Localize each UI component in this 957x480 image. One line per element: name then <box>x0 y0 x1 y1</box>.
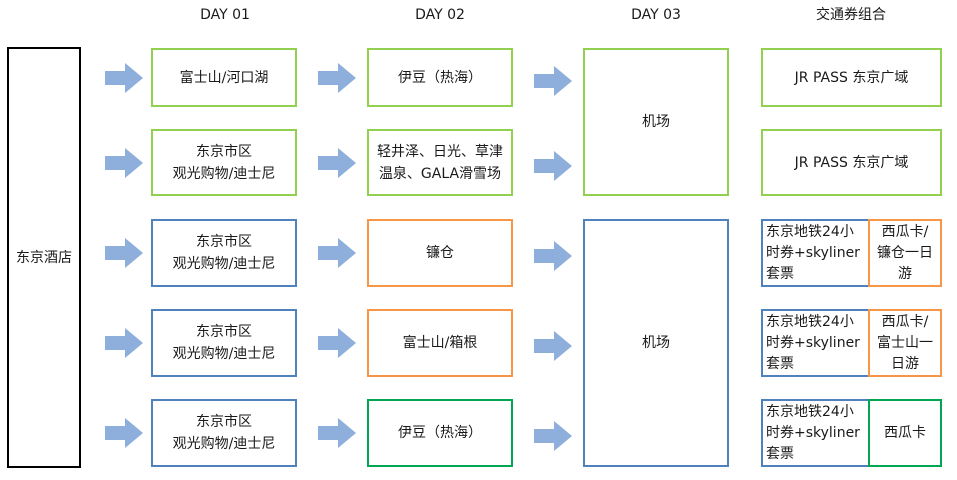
arrow-icon <box>534 421 572 451</box>
day1-tokyo-city: 东京市区 观光购物/迪士尼 <box>151 399 297 467</box>
arrow-icon <box>105 63 143 93</box>
pass-combo-fuji: 东京地铁24小 时券+skyliner 套票 西瓜卡/ 富士山一 日游 <box>761 309 942 377</box>
pass-suica-kamakura: 西瓜卡/ 镰仓一日 游 <box>868 219 942 287</box>
day3-airport: 机场 <box>583 219 729 467</box>
pass-metro-skyliner: 东京地铁24小 时券+skyliner 套票 <box>766 313 860 372</box>
arrow-icon <box>105 148 143 178</box>
arrow-icon <box>534 66 572 96</box>
hotel-box: 东京酒店 <box>7 47 81 468</box>
day2-kamakura: 镰仓 <box>367 219 513 287</box>
header-day-03: DAY 03 <box>631 7 681 23</box>
day1-tokyo-city: 东京市区 观光购物/迪士尼 <box>151 129 297 196</box>
pass-metro-skyliner: 东京地铁24小 时券+skyliner 套票 <box>766 403 860 462</box>
pass-metro-skyliner: 东京地铁24小 时券+skyliner 套票 <box>766 223 860 282</box>
arrow-icon <box>318 238 356 268</box>
pass-jr-tokyo-wide: JR PASS 东京广域 <box>761 48 942 107</box>
day2-fuji-hakone: 富士山/箱根 <box>367 309 513 377</box>
arrow-icon <box>318 328 356 358</box>
arrow-icon <box>318 148 356 178</box>
pass-combo-izu: 东京地铁24小 时券+skyliner 套票 西瓜卡 <box>761 399 942 467</box>
arrow-icon <box>534 241 572 271</box>
arrow-icon <box>534 331 572 361</box>
pass-suica-fuji: 西瓜卡/ 富士山一 日游 <box>868 309 942 377</box>
arrow-icon <box>318 63 356 93</box>
header-day-02: DAY 02 <box>415 7 465 23</box>
arrow-icon <box>105 238 143 268</box>
day2-izu-atami: 伊豆（热海） <box>367 48 513 107</box>
pass-combo-kamakura: 东京地铁24小 时券+skyliner 套票 西瓜卡/ 镰仓一日 游 <box>761 219 942 287</box>
arrow-icon <box>105 418 143 448</box>
day1-tokyo-city: 东京市区 观光购物/迪士尼 <box>151 309 297 377</box>
day2-izu-atami: 伊豆（热海） <box>367 399 513 467</box>
arrow-icon <box>105 328 143 358</box>
header-pass-combo: 交通券组合 <box>816 7 886 23</box>
pass-jr-tokyo-wide: JR PASS 东京广域 <box>761 129 942 196</box>
day2-karuizawa-nikko: 轻井泽、日光、草津 温泉、GALA滑雪场 <box>367 129 513 196</box>
arrow-icon <box>318 418 356 448</box>
header-day-01: DAY 01 <box>200 7 250 23</box>
day1-tokyo-city: 东京市区 观光购物/迪士尼 <box>151 219 297 287</box>
arrow-icon <box>534 151 572 181</box>
day3-airport: 机场 <box>583 48 729 196</box>
day1-fuji-kawaguchiko: 富士山/河口湖 <box>151 48 297 107</box>
pass-suica: 西瓜卡 <box>868 399 942 467</box>
